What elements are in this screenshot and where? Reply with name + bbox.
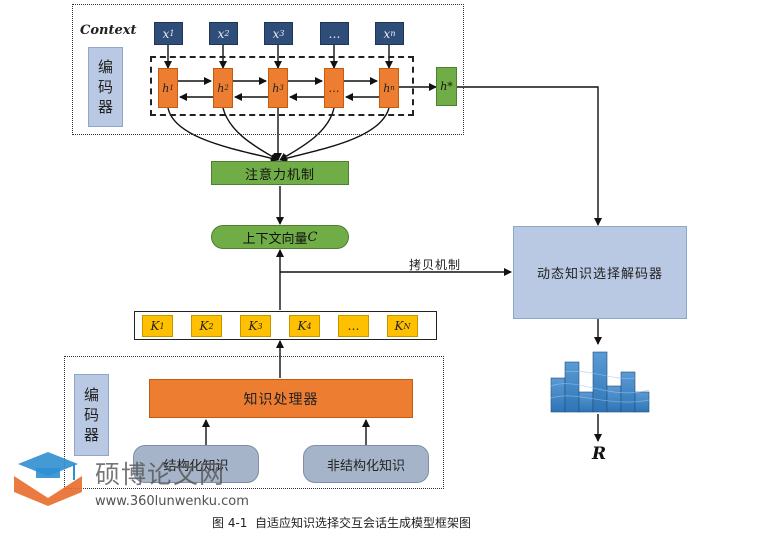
watermark-url: www.360lunwenku.com [95,494,249,509]
bilstm-frame [150,56,414,116]
dynamic-knowledge-decoder: 动态知识选择解码器 [513,226,687,319]
figure-caption: 图 4-1 自适应知识选择交互会话生成模型框架图 [212,516,472,530]
encoder-label-bottom: 编 码 器 [74,374,109,456]
knowledge-encoder-frame [64,356,444,489]
unstructured-knowledge: 非结构化知识 [303,445,429,483]
context-encoder-frame [72,4,464,135]
context-label: Context [80,23,137,38]
encoder-label-top: 编 码 器 [88,47,123,127]
watermark-logo-icon [14,452,82,506]
histogram-bar [578,391,594,413]
copy-mechanism-label: 拷贝机制 [409,258,462,272]
knowledge-ellipsis: … [338,315,369,337]
histogram-bar [550,377,566,413]
structured-knowledge: 结构化知识 [133,445,259,483]
histogram-bar [606,385,622,413]
hidden-state-ellipsis: … [324,68,344,108]
histogram-bar [592,351,608,413]
knowledge-row-frame [134,311,437,340]
output-response: R [592,444,607,464]
attention-mechanism: 注意力机制 [211,161,349,185]
final-hidden-state: h* [436,67,457,106]
histogram-bar [564,361,580,413]
output-distribution-icon [550,351,650,413]
knowledge-processor: 知识处理器 [149,379,413,418]
watermark-text: 硕博论文网 [95,460,226,489]
input-token-ellipsis: … [320,22,349,45]
